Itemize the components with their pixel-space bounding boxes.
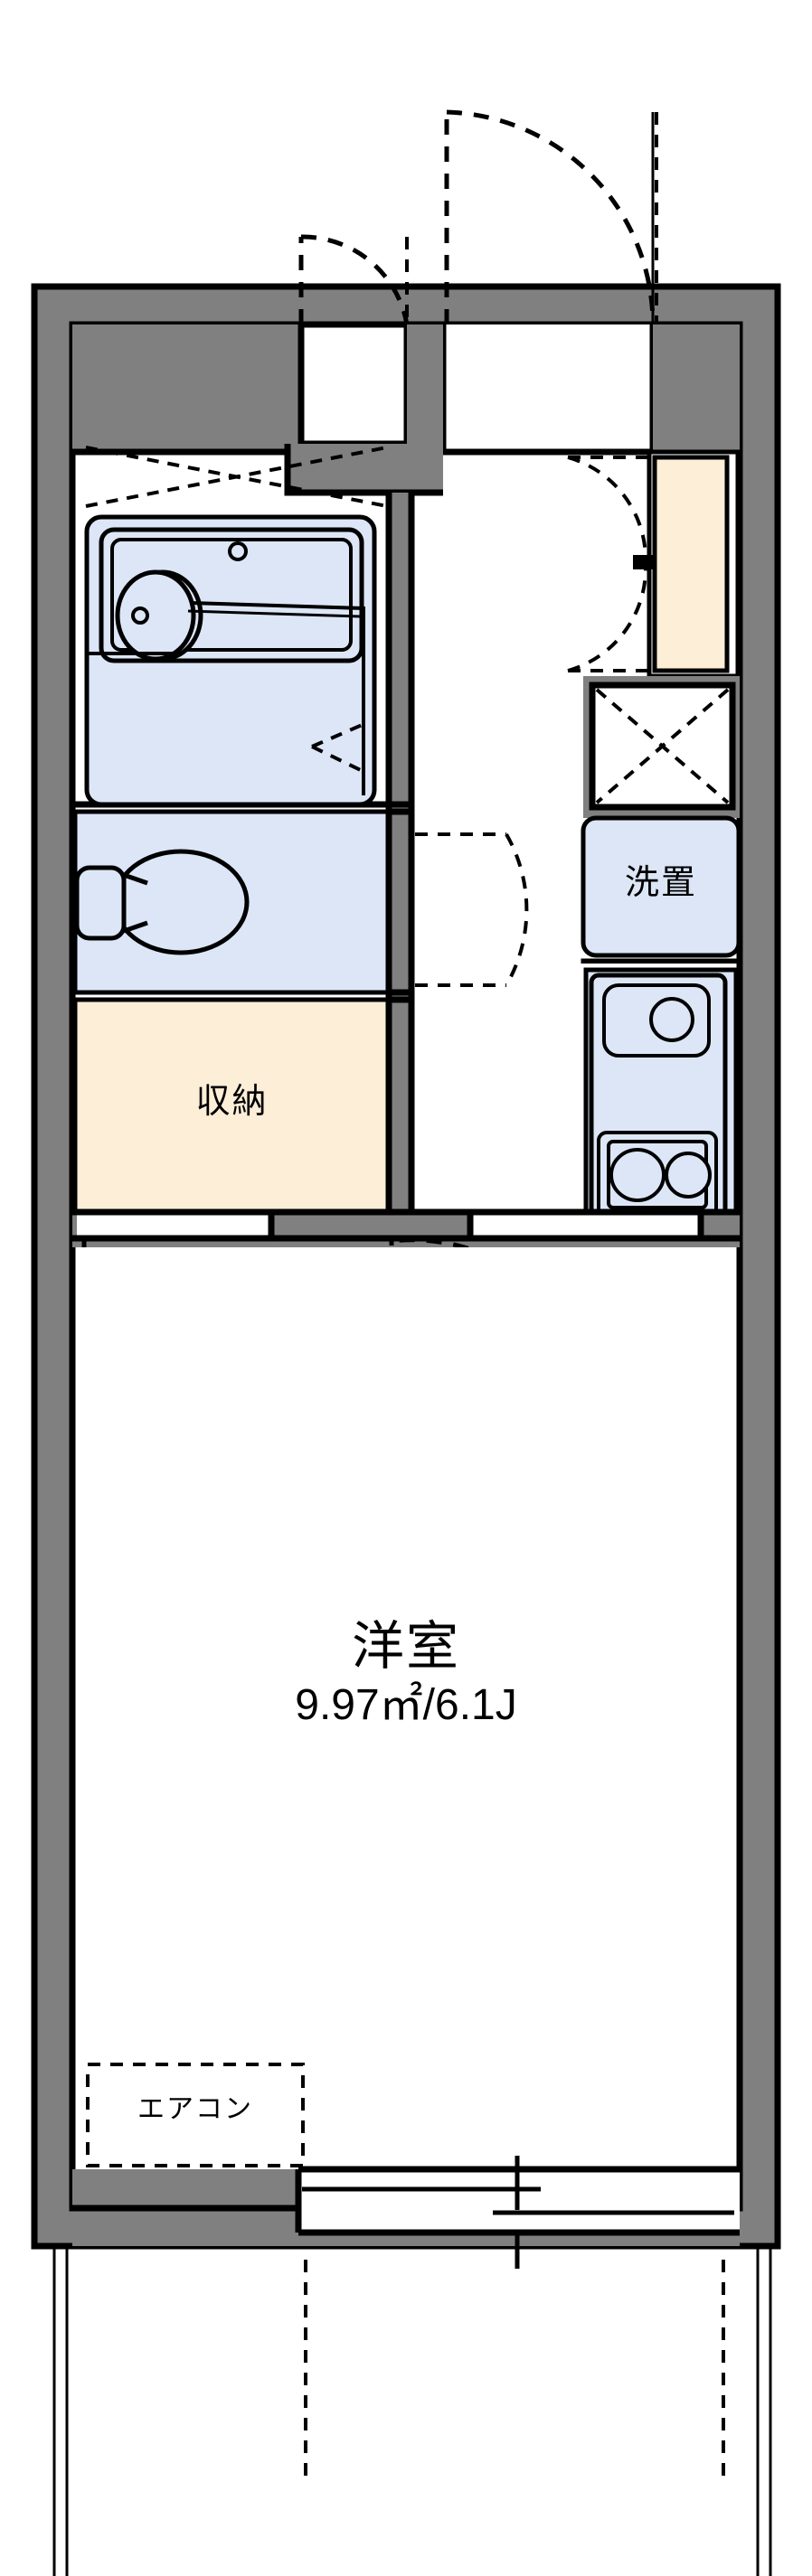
unit-bath-room [69,446,392,808]
room-label-laundry: 洗置 [624,864,697,902]
south-wall-and-window [72,2156,740,2269]
entry-top-wall-band [72,321,740,456]
room-label-main: 洋室 [351,1617,460,1676]
kitchen-unit [581,958,741,1230]
laundry-space [581,815,741,958]
hallway-walls [385,493,415,1212]
toilet-room [72,809,392,995]
overhead-cabinet [583,676,740,818]
toilet-door-swing [392,832,529,987]
main-room-floor [77,1247,735,2205]
entrance-door-swing [444,109,658,325]
balcony [52,2246,772,2576]
room-label-storage: 収納 [195,1083,269,1121]
entry-wall-step [284,444,443,496]
meter-box-door-swing [298,234,410,325]
aircon-label: エアコン [137,2094,253,2124]
room-partition-wall [72,1208,740,1247]
storage-closet [72,997,392,1215]
room-area-main: 9.97㎡/6.1J [295,1681,517,1729]
genkan-entry [443,448,741,679]
